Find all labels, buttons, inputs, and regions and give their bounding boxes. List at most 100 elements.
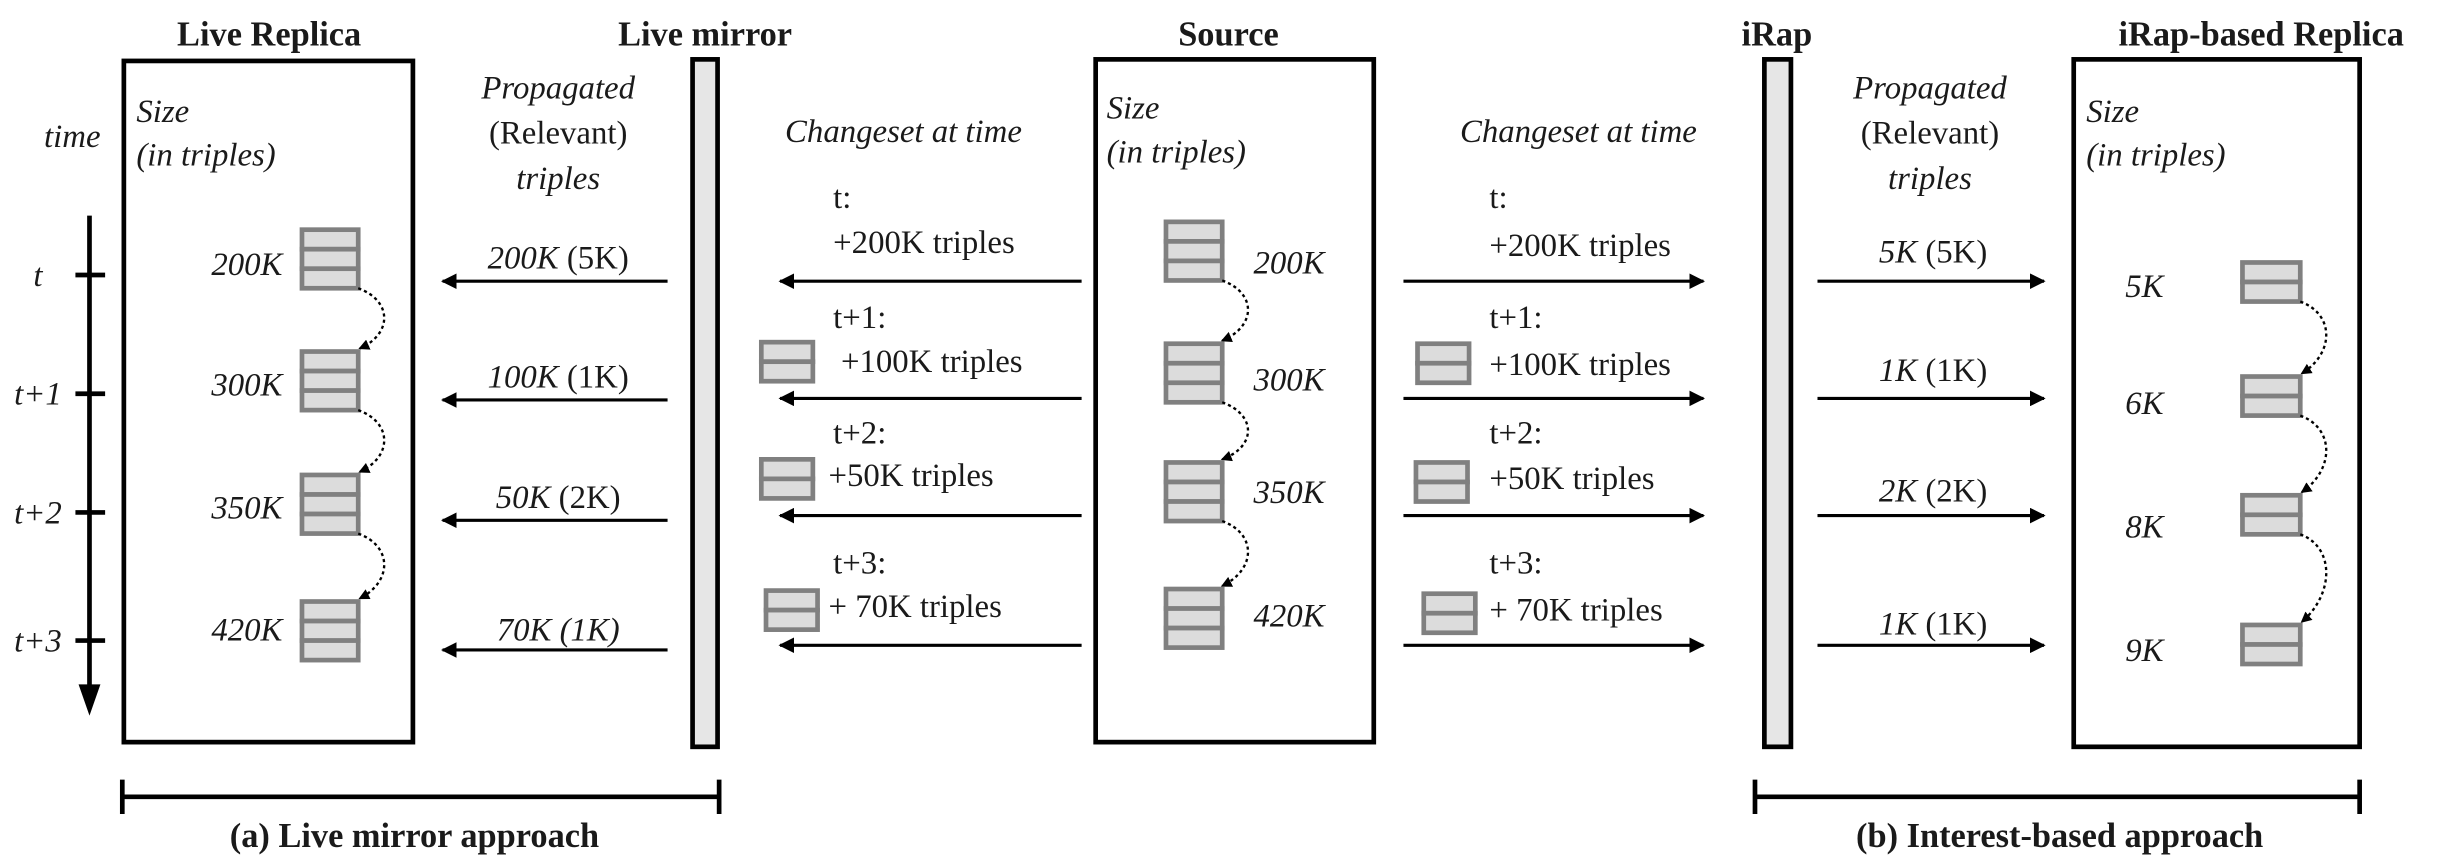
live-propagated-label: 200K (5K) [488,241,629,277]
changeset-time-left: t+2: [833,416,886,452]
changeset-text-left: +100K triples [841,344,1023,380]
changeset-text-left: + 70K triples [828,589,1001,625]
triples-label: triples [516,161,600,197]
caption-b: (b) Interest-based approach [1856,817,2263,855]
live-propagated-label-value: 200K [488,241,561,277]
live-propagated-label-value: 70K (1K) [497,613,620,649]
live-propagated-label-relevant: (2K) [550,480,620,516]
time-tick-label: t [33,258,43,294]
source-title: Source [1178,15,1279,53]
live-propagated-label-relevant: (1K) [559,359,629,395]
changeset-time-left: t: [833,180,851,216]
database-icon [1163,219,1225,283]
live-replica-size: 350K [210,491,284,527]
database-icon [2240,260,2303,304]
irap-propagated-label: 5K (5K) [1879,234,1987,270]
live-propagated-label: 70K (1K) [497,613,620,649]
changeset-icon [1415,341,1472,386]
changeset-time-left: t+3: [833,545,886,581]
irap-propagated-label: Propagated [1852,70,2007,106]
source-size: 200K [1253,245,1326,281]
irap-propagated-label-value: 5K [1879,234,1919,270]
changeset-icon [1413,460,1470,504]
irap-propagated-label-value: 1K [1879,353,1919,389]
changeset-icon [1421,591,1478,636]
changeset-icon [758,456,816,501]
live-propagated-label: 100K (1K) [488,359,629,395]
live-replica-size: 300K [210,367,284,403]
changeset-text-left: +50K triples [828,458,993,494]
source-size: 350K [1252,475,1326,511]
irap-propagated-label-relevant: (1K) [1917,606,1987,642]
time-label: time [44,119,100,155]
source-size-unit-label: (in triples) [1107,134,1246,170]
live-replica-size: 420K [211,613,284,649]
irap-relevant-label: (Relevant) [1861,116,1999,152]
irap-propagated-label-value: 2K [1879,474,1919,510]
changeset-time-left: t+1: [833,300,886,336]
irap-propagated-label-relevant: (5K) [1917,234,1987,270]
time-axis-arrowhead [78,684,101,716]
changeset-time-right: t: [1489,180,1507,216]
database-icon [2240,622,2303,667]
changeset-label-left: Changeset at time [785,114,1022,150]
version-arrow [1220,519,1249,587]
database-icon [2240,492,2303,537]
source-size: 300K [1252,363,1326,399]
irap-triples-label: triples [1888,161,1972,197]
irap-replica-title: iRap-based Replica [2119,15,2404,53]
changeset-text-right: +50K triples [1489,461,1654,497]
irap-propagated-label: 2K (2K) [1879,474,1987,510]
irap-replica-size: 9K [2125,633,2165,669]
irap-propagated-label-relevant: (2K) [1917,474,1987,510]
changeset-label-right: Changeset at time [1460,114,1697,150]
live-mirror-bar [690,57,720,750]
changeset-text-left: +200K triples [833,225,1015,261]
bracket-a [119,779,722,815]
changeset-icon [758,339,816,384]
irap-propagated-label-value: 1K [1879,606,1919,642]
irap-title: iRap [1742,15,1813,53]
changeset-time-right: t+1: [1489,300,1542,336]
time-tick-label: t+2 [14,495,62,531]
irap-replica-size: 6K [2125,386,2165,422]
time-tick-label: t+3 [14,624,62,660]
live-replica-size: 200K [211,247,284,283]
live-propagated-label: 50K (2K) [496,480,621,516]
changeset-text-right: +200K triples [1489,228,1671,264]
caption-a: (a) Live mirror approach [230,817,599,855]
irap-bar [1762,57,1794,750]
source-size: 420K [1253,599,1326,635]
irap-replica-size: 8K [2125,509,2165,545]
live-propagated-label-value: 50K [496,480,553,516]
version-arrow [2299,414,2328,494]
changeset-text-right: +100K triples [1489,347,1671,383]
changeset-time-right: t+2: [1489,416,1542,452]
changeset-text-right: + 70K triples [1489,592,1662,628]
irap-propagated-label: 1K (1K) [1879,353,1987,389]
irap-propagated-label-relevant: (1K) [1917,353,1987,389]
live-propagated-label-relevant: (5K) [559,241,629,277]
size-label: Size [136,94,189,130]
database-icon [1163,460,1225,524]
version-arrow [2299,300,2328,375]
version-arrow [357,532,386,600]
database-icon [299,349,361,413]
source-box [1093,57,1377,745]
version-arrow [1220,401,1249,462]
irap-replica-size: 5K [2125,269,2165,305]
database-icon [1163,341,1225,405]
live-propagated-label-value: 100K [488,359,561,395]
irap-size-unit-label: (in triples) [2086,138,2225,174]
database-icon [1163,586,1225,650]
changeset-time-right: t+3: [1489,545,1542,581]
live-replica-box [121,58,416,745]
irap-replica-box [2071,57,2362,750]
live-replica-title: Live Replica [177,15,361,53]
time-tick-label: t+1 [14,377,62,413]
database-icon [2240,374,2303,418]
source-size-label: Size [1107,91,1160,127]
database-icon [299,472,361,536]
changeset-icon [763,588,820,632]
